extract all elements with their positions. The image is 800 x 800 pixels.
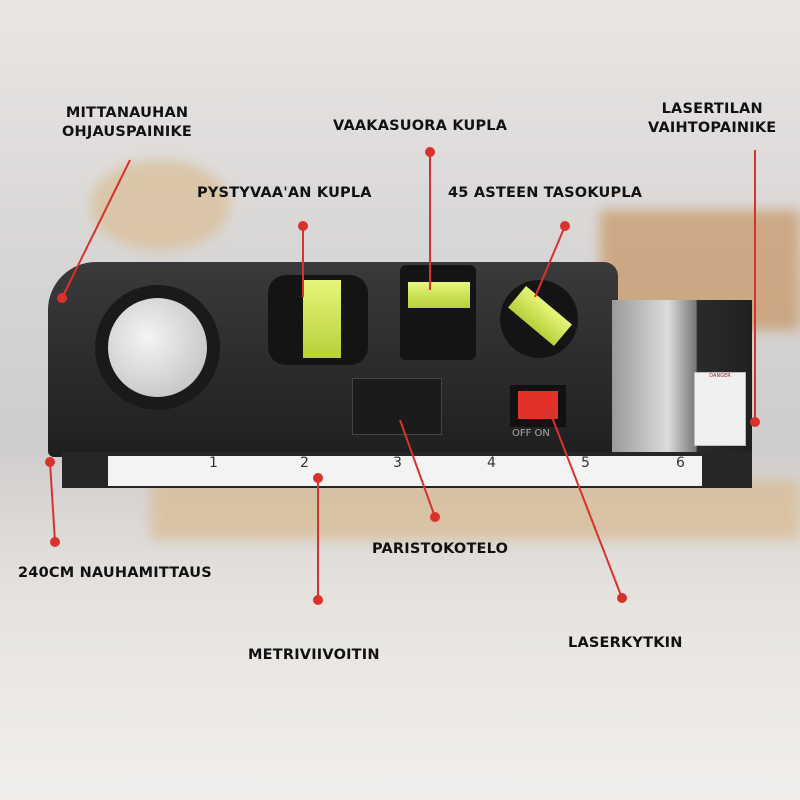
metric-ruler	[108, 456, 702, 486]
line-laser-switch	[549, 411, 623, 599]
sticker-text: DANGER	[709, 373, 731, 379]
line-tape-measure	[49, 461, 56, 543]
ruler-number: 3	[393, 455, 402, 471]
label-laser-mode-button: LASERTILAN VAIHTOPAINIKE	[648, 101, 777, 136]
tape-window-glass	[108, 298, 207, 397]
background-wood	[150, 480, 800, 540]
label-tape-control-button: MITTANAUHAN OHJAUSPAINIKE	[62, 105, 193, 140]
ruler-number: 2	[300, 455, 309, 471]
label-bubble-45: 45 ASTEEN TASOKUPLA	[448, 185, 643, 201]
label-metric-ruler: METRIVIIVOITIN	[248, 647, 380, 663]
vertical-bubble-vial	[303, 280, 341, 358]
label-tape-measure: 240CM NAUHAMITTAUS	[18, 565, 212, 581]
line-battery	[399, 419, 436, 518]
label-horizontal-bubble: VAAKASUORA KUPLA	[333, 118, 508, 134]
label-battery-case: PARISTOKOTELO	[372, 541, 509, 557]
label-vertical-bubble: PYSTYVAA'AN KUPLA	[197, 185, 372, 201]
label-laser-switch: LASERKYTKIN	[568, 635, 683, 651]
horizontal-bubble-vial	[408, 282, 470, 308]
horizontal-bubble-window	[400, 265, 476, 360]
ruler-number: 4	[487, 455, 496, 471]
switch-label: OFF ON	[512, 428, 550, 439]
battery-cover[interactable]	[352, 378, 442, 435]
background-blob	[90, 160, 230, 250]
ruler-number: 5	[581, 455, 590, 471]
danger-sticker: DANGER	[694, 372, 746, 446]
line-bubble-45	[534, 225, 566, 298]
ruler-number: 1	[209, 455, 218, 471]
line-tape-control	[61, 159, 131, 299]
ruler-number: 6	[676, 455, 685, 471]
